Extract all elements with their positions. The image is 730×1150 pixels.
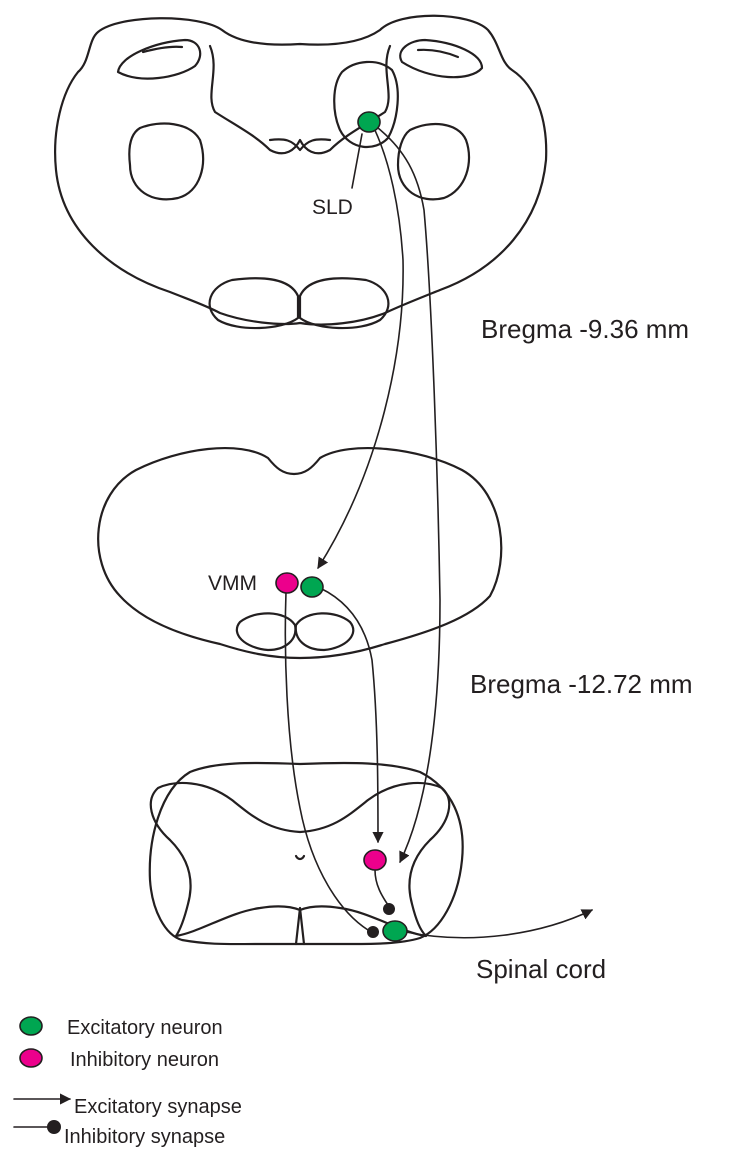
bregma-middle-label: Bregma -12.72 mm: [470, 669, 693, 699]
vmm-excitatory-neuron: [301, 577, 323, 597]
legend-excitatory-neuron-icon: [20, 1017, 42, 1035]
legend-inhibitory-synapse-icon: [47, 1120, 61, 1134]
spinal-motor-neuron: [383, 921, 407, 941]
projection-tracts: [285, 124, 592, 938]
spinal-cord-label: Spinal cord: [476, 954, 606, 984]
legend-inhibitory-neuron-icon: [20, 1049, 42, 1067]
legend: Excitatory neuron Inhibitory neuron Exci…: [14, 1017, 242, 1148]
vmm-inhibitory-neuron: [276, 573, 298, 593]
sld-label-leader: [352, 134, 362, 188]
legend-inhibitory-synapse-label: Inhibitory synapse: [64, 1126, 225, 1148]
central-canal: [296, 856, 304, 859]
sld-to-spinal-tract: [378, 128, 440, 862]
inhibitory-synapse-local: [383, 903, 395, 915]
legend-inhibitory-neuron-label: Inhibitory neuron: [70, 1049, 219, 1071]
right-cerebellar-peduncle: [400, 40, 482, 77]
inhibitory-synapse-vmm: [367, 926, 379, 938]
sld-to-vmm-tract: [318, 124, 403, 568]
legend-excitatory-synapse-label: Excitatory synapse: [74, 1096, 242, 1118]
vmm-excitatory-to-spinal-tract: [320, 588, 378, 842]
vmm-label: VMM: [208, 572, 257, 595]
ventral-median-fissure: [296, 908, 304, 944]
right-nucleus-oval: [398, 124, 469, 199]
left-cerebellar-peduncle: [118, 40, 200, 79]
medulla-section-middle: [98, 448, 501, 658]
bregma-upper-label: Bregma -9.36 mm: [481, 314, 689, 344]
spinal-inhibitory-interneuron: [364, 850, 386, 870]
vmm-inhibitory-to-spinal-tract: [285, 592, 368, 930]
right-pyramid: [300, 278, 388, 328]
left-pyramid-medulla: [237, 613, 296, 650]
legend-excitatory-neuron-label: Excitatory neuron: [67, 1017, 223, 1039]
motor-output-axon: [406, 910, 592, 938]
brainstem-section-upper: [55, 16, 546, 328]
sld-label: SLD: [312, 196, 353, 219]
right-peduncle-line: [418, 50, 458, 57]
sld-excitatory-neuron: [358, 112, 380, 132]
spinal-inhibitory-local-axon: [375, 870, 388, 905]
left-nucleus-oval: [129, 124, 203, 200]
right-pyramid-medulla: [296, 613, 354, 650]
middle-section-outline: [98, 448, 501, 658]
upper-section-outline: [55, 16, 546, 325]
spinal-cord-section: [150, 763, 463, 944]
